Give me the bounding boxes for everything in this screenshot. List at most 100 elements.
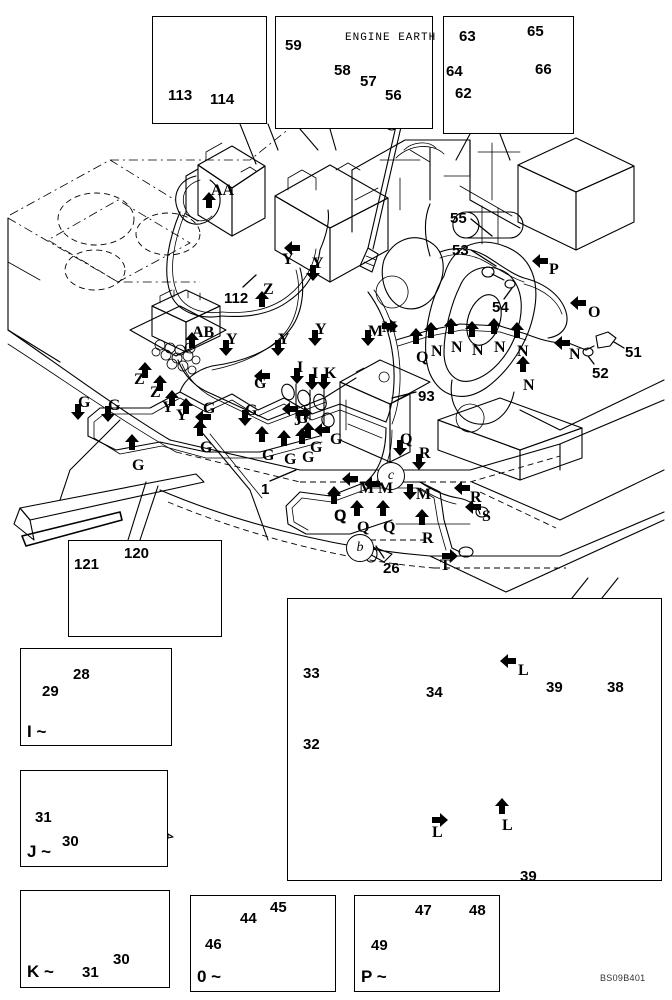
- reference-arrow-label: N: [569, 346, 581, 363]
- part-number-label: 56: [385, 87, 402, 104]
- reference-arrow-label: M: [368, 323, 384, 340]
- reference-arrow: [325, 487, 343, 505]
- arrow-head-icon: [254, 369, 270, 383]
- reference-arrow: [253, 367, 271, 385]
- reference-arrow: [236, 409, 254, 427]
- reference-arrow-label: G: [254, 375, 267, 392]
- reference-arrow: [183, 331, 201, 349]
- detail-box-key: J ~: [27, 842, 52, 861]
- reference-arrow-label: Q: [334, 508, 347, 525]
- detail-box-engine-earth: [275, 16, 433, 129]
- reference-arrow-label: G: [200, 439, 213, 456]
- reference-arrow: [313, 421, 331, 439]
- arrow-head-icon: [364, 477, 380, 491]
- arrow-head-icon: [314, 423, 330, 437]
- reference-arrow-label: G: [203, 400, 216, 417]
- reference-arrow: [348, 499, 366, 517]
- arrow-head-icon: [412, 454, 426, 470]
- reference-arrow: [191, 419, 209, 437]
- detail-box-key: K ~: [27, 962, 54, 981]
- arrow-head-icon: [255, 291, 269, 307]
- arrow-head-icon: [306, 265, 320, 281]
- detail-box-key: 0 ~: [197, 967, 222, 986]
- arrow-head-icon: [71, 404, 85, 420]
- part-number-label: 28: [73, 666, 90, 683]
- reference-arrow: [269, 339, 287, 357]
- detail-box-O: [190, 895, 336, 992]
- reference-arrow-label: M: [382, 319, 398, 336]
- arrow-head-icon: [195, 410, 211, 424]
- part-number-label: 64: [446, 63, 463, 80]
- part-number-label: 48: [469, 902, 486, 919]
- part-number-label: 58: [334, 62, 351, 79]
- machine-body-outline: [7, 119, 665, 593]
- arrow-head-icon: [510, 322, 524, 338]
- arrow-head-icon: [290, 368, 304, 384]
- arrow-head-icon: [202, 192, 216, 208]
- reference-arrow-label: AA: [211, 182, 235, 199]
- reference-arrow-label: N: [517, 343, 529, 360]
- arrow-head-icon: [465, 321, 479, 337]
- reference-arrow-label: G: [245, 402, 258, 419]
- reference-arrow-label: Q: [334, 507, 347, 524]
- reference-arrow: [363, 475, 381, 493]
- reference-arrow-label: Y: [282, 251, 294, 268]
- part-number-label: 62: [455, 85, 472, 102]
- part-number-label: 1: [261, 481, 270, 498]
- part-number-label: 52: [592, 365, 609, 382]
- reference-arrow-label: Q: [383, 519, 396, 536]
- circled-reference: c: [377, 462, 405, 490]
- reference-arrow-label: G: [284, 451, 297, 468]
- reference-arrow-label: Q: [357, 519, 370, 536]
- reference-arrow-label: I: [312, 365, 319, 382]
- reference-arrow: [275, 429, 293, 447]
- arrow-head-icon: [308, 330, 322, 346]
- part-number-label: 51: [625, 344, 642, 361]
- reference-arrow: [69, 403, 87, 421]
- reference-arrow: [569, 294, 587, 312]
- reference-arrow-label: R: [419, 445, 431, 462]
- reference-arrow: [283, 239, 301, 257]
- arrow-head-icon: [554, 336, 570, 350]
- reference-arrow: [136, 361, 154, 379]
- reference-arrow: [341, 470, 359, 488]
- reference-arrow: [194, 408, 212, 426]
- arrow-head-icon: [361, 330, 375, 346]
- arrow-head-icon: [409, 328, 423, 344]
- part-number-label: 121: [74, 556, 100, 573]
- reference-arrow-label: Y: [226, 331, 238, 348]
- arrow-head-icon: [393, 440, 407, 456]
- reference-arrow: [304, 264, 322, 282]
- arrow-head-icon: [516, 356, 530, 372]
- arrow-head-icon: [532, 254, 548, 268]
- arrow-head-icon: [179, 398, 193, 414]
- reference-arrow: [422, 321, 440, 339]
- reference-arrow-label: S: [482, 508, 491, 525]
- reference-arrow: [306, 329, 324, 347]
- part-number-label: 31: [35, 809, 52, 826]
- part-number-label: 33: [303, 665, 320, 682]
- reference-arrow: [151, 374, 169, 392]
- part-number-label: 120: [124, 545, 150, 562]
- arrow-head-icon: [495, 798, 509, 814]
- arrow-head-icon: [500, 654, 516, 668]
- part-number-label: 32: [303, 736, 320, 753]
- part-number-label: 30: [113, 951, 130, 968]
- reference-arrow: [553, 334, 571, 352]
- reference-arrow: [431, 811, 449, 829]
- part-number-label: 34: [426, 684, 443, 701]
- reference-arrow-label: L: [502, 817, 513, 834]
- reference-arrow: [508, 321, 526, 339]
- part-number-label: 47: [415, 902, 432, 919]
- reference-arrow: [163, 389, 181, 407]
- reference-arrow: [374, 499, 392, 517]
- part-number-label: 113: [168, 87, 193, 104]
- reference-arrow-label: Y: [315, 321, 327, 338]
- arrow-head-icon: [193, 420, 207, 436]
- reference-arrow-label: K: [324, 365, 337, 382]
- engine-earth-title: ENGINE EARTH: [345, 32, 437, 44]
- part-number-label: 46: [205, 936, 222, 953]
- arrow-head-icon: [442, 549, 458, 563]
- detail-box-J: [20, 770, 168, 867]
- reference-arrow: [281, 400, 299, 418]
